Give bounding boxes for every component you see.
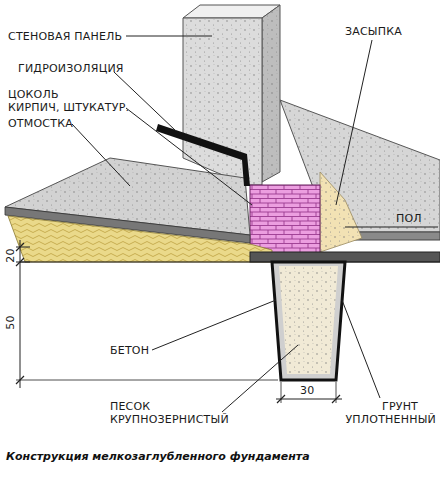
caption: Конструкция мелкозаглубленного фундамент… (6, 450, 310, 463)
part-label: БЕТОН (110, 344, 149, 357)
part-label: ПОЛ (396, 212, 422, 225)
part-label: КИРПИЧ, ШТУКАТУР. (8, 101, 129, 114)
part-label: СТЕНОВАЯ ПАНЕЛЬ (8, 30, 122, 43)
part-label: ЗАСЫПКА (345, 25, 402, 38)
part-label: КРУПНОЗЕРНИСТЫЙ (110, 413, 229, 426)
part-label: ГРУНТ (382, 400, 418, 413)
part-label: ГИДРОИЗОЛЯЦИЯ (18, 62, 124, 75)
dimension: 30 (300, 384, 314, 397)
part-label: ОТМОСТКА (8, 117, 73, 130)
part-label: ПЕСОК (110, 400, 150, 413)
dimension: 50 (4, 315, 17, 329)
part-label: ЦОКОЛЬ (8, 88, 59, 101)
part-label: УПЛОТНЕННЫЙ (345, 413, 436, 426)
dimension: 20 (4, 248, 17, 262)
